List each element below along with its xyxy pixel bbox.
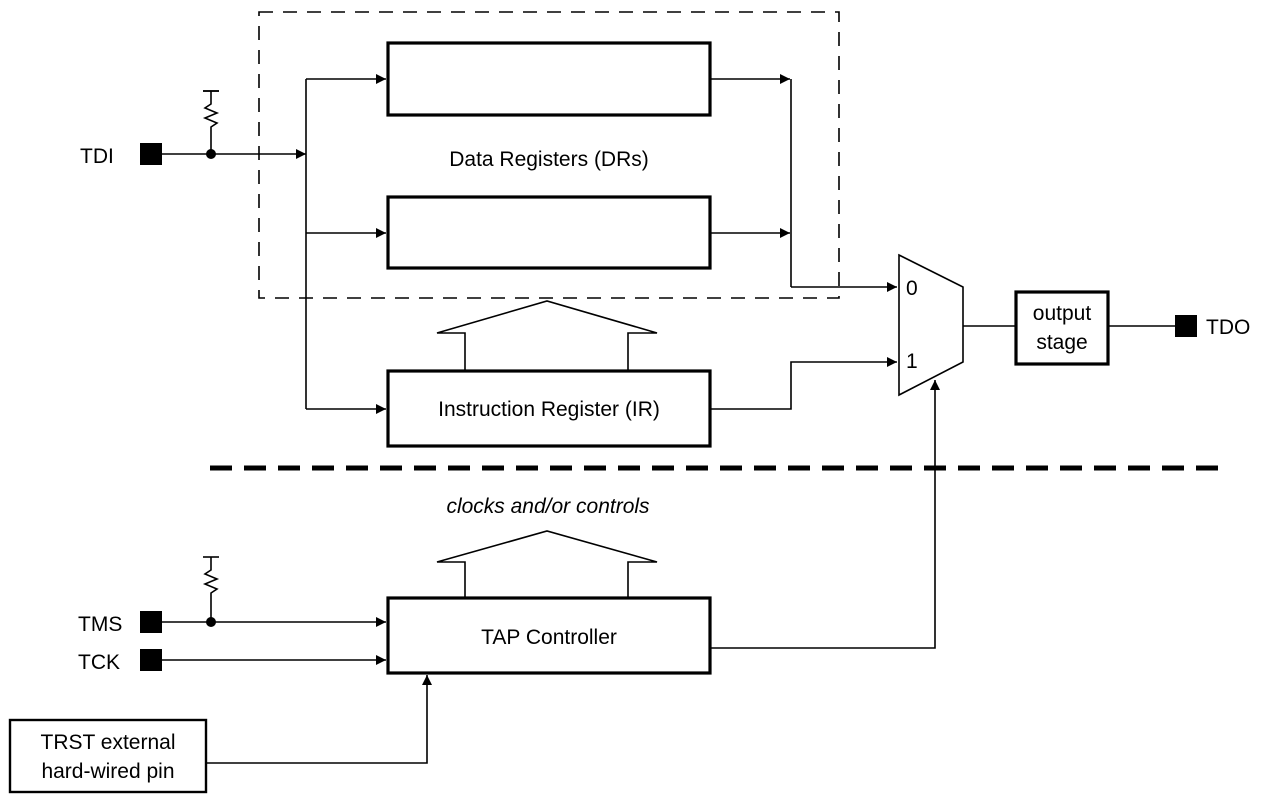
tdo-pin bbox=[1175, 315, 1197, 337]
mux-input-0: 0 bbox=[906, 277, 918, 300]
trst-label-2: hard-wired pin bbox=[41, 760, 174, 783]
tms-label: TMS bbox=[78, 613, 122, 636]
tap-controller-label: TAP Controller bbox=[481, 626, 617, 649]
tdi-pin bbox=[140, 143, 162, 165]
tck-pin bbox=[140, 649, 162, 671]
output-stage bbox=[1014, 290, 1110, 366]
data-register-1 bbox=[386, 41, 712, 117]
output-stage-label-1: output bbox=[1033, 302, 1092, 325]
ir-to-mux1 bbox=[710, 357, 897, 410]
tdi-label: TDI bbox=[80, 145, 114, 168]
trst-to-tap bbox=[206, 675, 432, 764]
trst-box bbox=[8, 718, 208, 794]
data-register-2 bbox=[386, 195, 712, 270]
clocks-controls-label: clocks and/or controls bbox=[446, 495, 650, 518]
tap-controller bbox=[386, 596, 712, 675]
output-mux bbox=[898, 253, 964, 397]
mux-input-1: 1 bbox=[906, 350, 918, 373]
tap-to-mux-select bbox=[710, 380, 940, 649]
instruction-register-label: Instruction Register (IR) bbox=[438, 398, 660, 421]
trst-label-1: TRST external bbox=[41, 731, 176, 754]
data-registers-label: Data Registers (DRs) bbox=[449, 148, 649, 171]
ir-select-arrow bbox=[436, 300, 658, 371]
data-registers-boundary bbox=[258, 11, 840, 299]
tms-pullup-zigzag bbox=[202, 557, 220, 622]
tck-label: TCK bbox=[78, 651, 120, 674]
tms-pin bbox=[140, 611, 162, 633]
tap-control-arrow bbox=[436, 530, 658, 598]
tdi-pullup-zigzag bbox=[202, 91, 220, 154]
output-stage-label-2: stage bbox=[1036, 331, 1087, 354]
tdo-label: TDO bbox=[1206, 316, 1250, 339]
